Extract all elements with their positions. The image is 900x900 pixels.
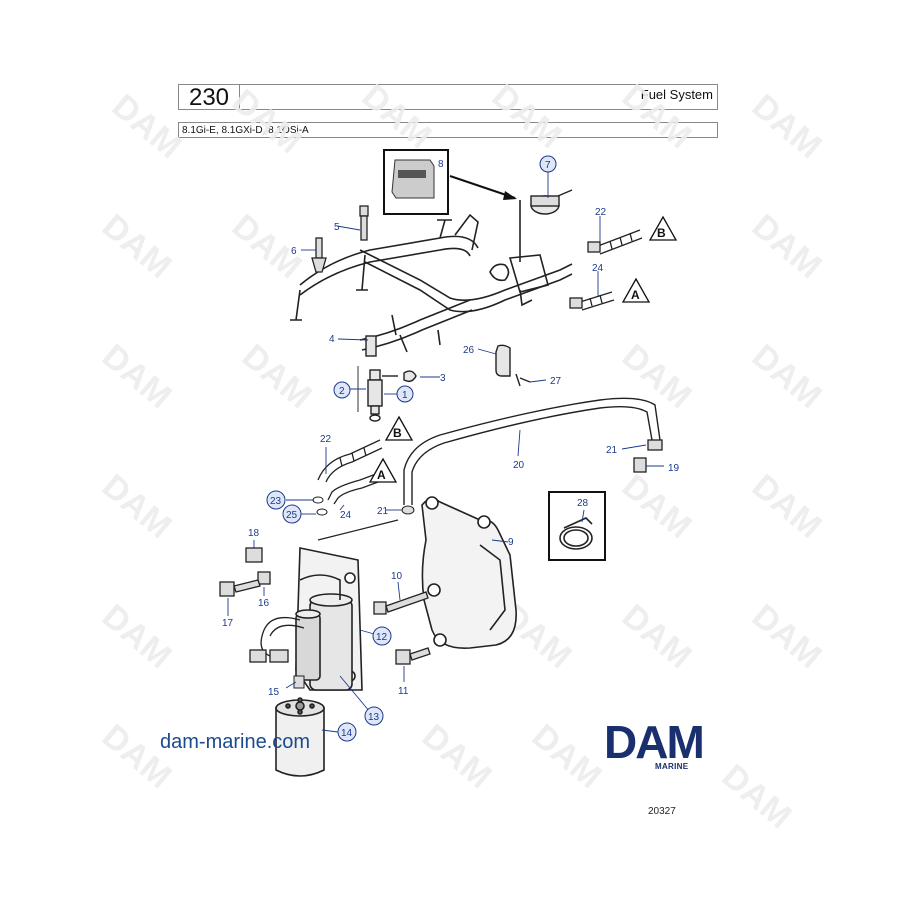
website-link[interactable]: dam-marine.com [160, 731, 311, 753]
model-list: 8.1Gi-E, 8.1GXi-D, 8.1OSi-A [178, 122, 718, 138]
page-number: 230 [179, 85, 240, 111]
cover-plate-9 [421, 496, 517, 649]
callout-4: 4 [329, 334, 335, 345]
fuel-rail [290, 200, 573, 353]
svg-text:DAM: DAM [95, 337, 179, 416]
fitting-19 [633, 439, 663, 473]
svg-text:DAM: DAM [745, 207, 829, 286]
callout-21-right: 21 [606, 445, 618, 456]
svg-text:DAM: DAM [95, 717, 179, 796]
ref-b-top: B [657, 226, 666, 240]
fuel-pressure-regulator [530, 189, 573, 215]
svg-text:DAM: DAM [615, 597, 699, 676]
watermark-text: DAM [105, 87, 189, 166]
schrader-valve [311, 205, 369, 273]
fuel-filter-14 [275, 697, 325, 777]
svg-text:DAM: DAM [235, 337, 319, 416]
callout-5: 5 [334, 222, 340, 233]
bolt-10 [373, 591, 429, 615]
ref-b-mid: B [393, 426, 402, 440]
callout-26: 26 [463, 345, 475, 356]
callout-12: 12 [376, 632, 388, 643]
callout-22-top: 22 [595, 207, 607, 218]
callout-18: 18 [248, 528, 260, 539]
callout-3: 3 [440, 373, 446, 384]
sensor-15 [293, 675, 305, 689]
callout-27: 27 [550, 376, 562, 387]
callout-11: 11 [398, 686, 409, 697]
callout-20: 20 [513, 460, 525, 471]
hose-clamp-28 [559, 517, 593, 550]
callout-6: 6 [291, 246, 297, 257]
callout-28: 28 [577, 498, 589, 509]
hose-22-mid [317, 439, 383, 505]
brand-logo-text: DAM [604, 716, 703, 768]
callout-15: 15 [268, 687, 280, 698]
clip-26 [495, 344, 531, 387]
callout-8: 8 [438, 159, 444, 170]
svg-text:DAM: DAM [745, 337, 829, 416]
callout-labels: 7 8 5 6 22 24 4 3 2 1 26 27 22 20 21 19 … [222, 155, 680, 742]
arrow-line [449, 175, 516, 199]
callout-7: 7 [545, 160, 551, 171]
hose-22-top [569, 229, 643, 311]
fuel-injector [365, 335, 417, 422]
svg-text:DAM: DAM [95, 467, 179, 546]
package-icon [391, 159, 435, 199]
callout-2: 2 [339, 386, 345, 397]
brand-subtitle: MARINE [655, 762, 689, 771]
svg-text:DAM: DAM [95, 597, 179, 676]
leader-lines [227, 170, 664, 733]
callout-10: 10 [391, 571, 403, 582]
bolt-11 [395, 647, 431, 665]
header-box: 230 Fuel System [178, 84, 718, 111]
callout-23: 23 [270, 496, 282, 507]
callout-13: 13 [368, 712, 380, 723]
return-hose-20 [403, 397, 661, 505]
callout-25: 25 [286, 510, 298, 521]
svg-text:DAM: DAM [745, 467, 829, 546]
svg-text:DAM: DAM [225, 82, 309, 161]
callout-24-top: 24 [592, 263, 604, 274]
svg-text:DAM: DAM [95, 207, 179, 286]
callout-21-left: 21 [377, 506, 389, 517]
bolts-16-17-18 [219, 547, 271, 597]
svg-text:DAM: DAM [525, 717, 609, 796]
watermark: DAM DAM DAM DAM DAM DAM DAM DAM DAM DAM … [95, 77, 829, 836]
callout-1: 1 [402, 390, 408, 401]
ref-a-top: A [631, 288, 640, 302]
svg-text:DAM: DAM [615, 77, 699, 156]
svg-text:DAM: DAM [485, 77, 569, 156]
wiring-harness [249, 616, 305, 663]
ref-a-mid: A [377, 468, 386, 482]
svg-text:DAM: DAM [615, 337, 699, 416]
page-title: Fuel System [640, 87, 713, 102]
svg-text:DAM: DAM [615, 467, 699, 546]
callout-14: 14 [341, 728, 353, 739]
svg-text:DAM: DAM [355, 77, 439, 156]
fuel-pump-13 [295, 574, 353, 691]
callout-9: 9 [508, 537, 514, 548]
figure-code: 20327 [648, 806, 676, 817]
callout-24-mid: 24 [340, 510, 352, 521]
callout-19: 19 [668, 463, 680, 474]
svg-text:DAM: DAM [415, 717, 499, 796]
dam-logo: DAM [604, 716, 705, 768]
svg-text:DAM: DAM [745, 87, 829, 166]
callout-16: 16 [258, 598, 270, 609]
arrow-head-icon [503, 191, 517, 200]
svg-text:DAM: DAM [745, 597, 829, 676]
svg-text:DAM: DAM [715, 757, 799, 836]
callout-22-mid: 22 [320, 434, 332, 445]
callout-17: 17 [222, 618, 234, 629]
